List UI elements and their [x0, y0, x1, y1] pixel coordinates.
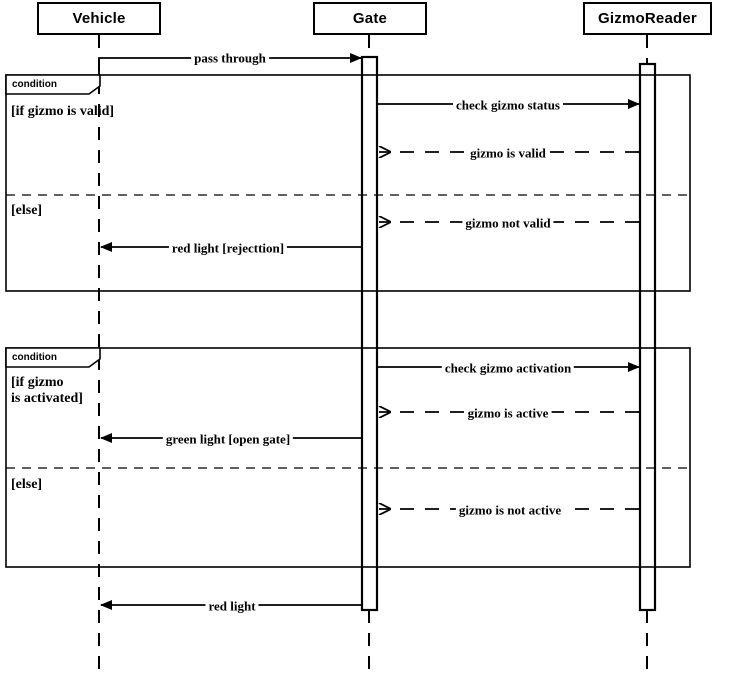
lifeline-label-vehicle: Vehicle [72, 10, 126, 27]
message-label-check-gizmo-status: check gizmo status [453, 98, 563, 112]
fragment-2-outline [5, 347, 691, 568]
lifeline-label-gizmoreader: GizmoReader [598, 10, 697, 27]
message-label-gizmo-not-valid: gizmo not valid [462, 216, 554, 230]
fragment-1-tag-label: condition [12, 79, 57, 90]
message-label-check-gizmo-activation: check gizmo activation [441, 361, 575, 375]
message-arrow-pass-through [98, 53, 362, 75]
fragment-2-else-guard-label: [else] [11, 477, 43, 492]
message-label-gizmo-is-valid: gizmo is valid [467, 146, 549, 160]
message-label-pass-through: pass through [191, 51, 269, 65]
lifeline-label-gate: Gate [352, 10, 388, 27]
activation-bars [360, 55, 657, 612]
lifeline-header-vehicle[interactable]: Vehicle [37, 2, 161, 35]
fragment-2-tag-label: condition [12, 352, 57, 363]
fragment-frame-2 [5, 347, 691, 568]
lifeline-header-gate[interactable]: Gate [313, 2, 427, 35]
message-label-red-light: red light [205, 599, 259, 613]
activation-bar-gate [360, 55, 379, 612]
message-label-gizmo-is-active: gizmo is active [464, 406, 552, 420]
fragment-1-guard-label: [if gizmo is valid] [11, 104, 115, 119]
message-label-green-light-open-gate: green light [open gate] [162, 432, 294, 446]
message-label-gizmo-is-not-active: gizmo is not active [455, 503, 565, 517]
fragment-2-guard-label: [if gizmo is activated] [11, 375, 83, 407]
activation-bar-gizmoreader [638, 62, 657, 612]
lifeline-header-gizmoreader[interactable]: GizmoReader [583, 2, 712, 35]
fragment-1-outline [5, 74, 691, 292]
fragment-1-else-guard-label: [else] [11, 203, 43, 218]
message-label-red-light-rejection: red light [rejecttion] [168, 241, 288, 255]
